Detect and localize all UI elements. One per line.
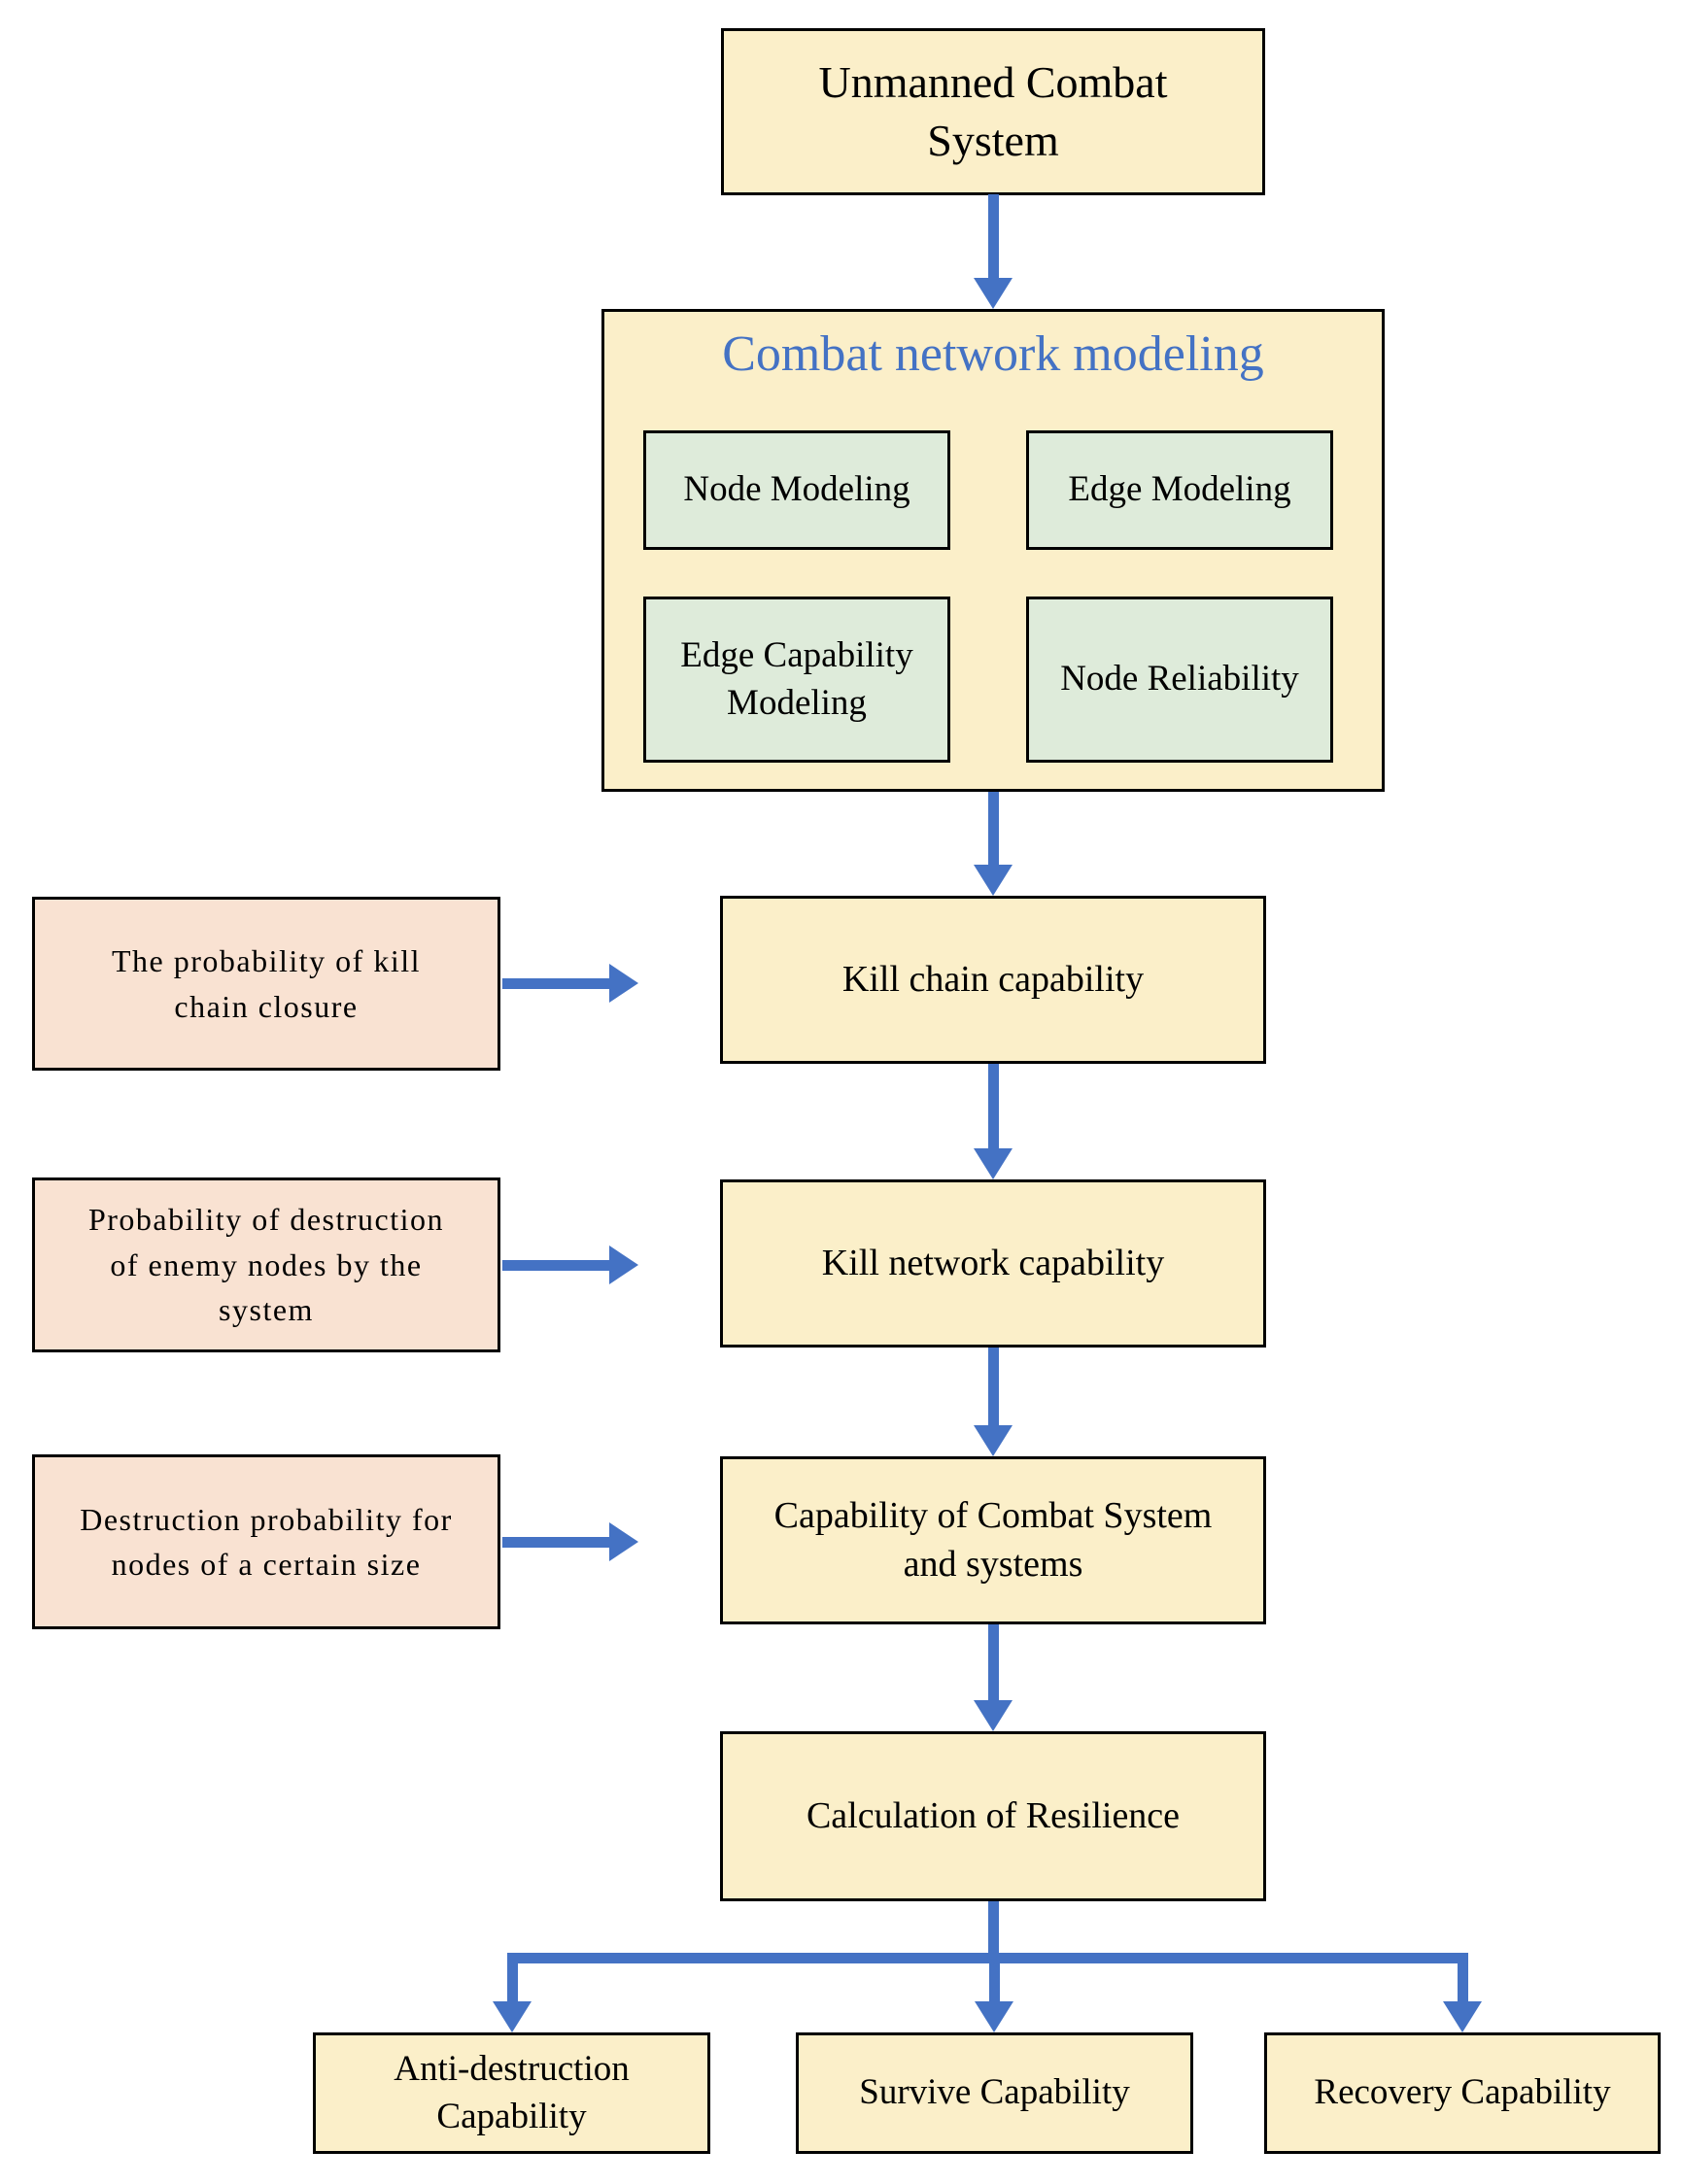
survive-capability-box: Survive Capability: [796, 2032, 1193, 2154]
arrow-down-head-icon: [974, 1425, 1013, 1456]
arrow-shaft: [988, 1953, 1000, 2003]
kill-chain-capability-box: Kill chain capability: [720, 896, 1266, 1064]
recovery-capability-box: Recovery Capability: [1264, 2032, 1661, 2154]
arrow-shaft: [987, 1064, 999, 1150]
kill-chain-closure-probability-box: The probability of kill chain closure: [32, 897, 500, 1071]
node-modeling-label: Node Modeling: [683, 469, 910, 510]
arrow-shaft: [987, 194, 999, 280]
arrow-down-head-icon: [974, 278, 1013, 309]
arrow-down-to-kill-chain: [974, 792, 1013, 896]
combat-network-modeling-group: Combat network modeling Node Modeling Ed…: [601, 309, 1385, 792]
arrow-down-to-modeling: [974, 194, 1013, 309]
survive-capability-label: Survive Capability: [859, 2072, 1130, 2113]
arrow-right-head-icon: [609, 964, 638, 1003]
arrow-right-head-icon: [609, 1246, 638, 1284]
kill-network-capability-label: Kill network capability: [821, 1242, 1165, 1283]
arrow-shaft: [506, 1953, 518, 2003]
arrow-shaft: [502, 1536, 611, 1548]
kill-chain-capability-label: Kill chain capability: [841, 958, 1145, 1000]
combat-network-modeling-title: Combat network modeling: [722, 326, 1264, 382]
arrow-down-to-recovery: [1443, 1953, 1482, 2032]
combat-system-capability-label: Capability of Combat System and systems: [773, 1495, 1213, 1585]
arrow-down-head-icon: [1443, 2001, 1482, 2032]
anti-destruction-capability-box: Anti-destruction Capability: [313, 2032, 710, 2154]
enemy-node-destruction-probability-label: Probability of destruction of enemy node…: [87, 1202, 445, 1328]
arrow-down-to-survive: [975, 1953, 1013, 2032]
node-size-destruction-probability-label: Destruction probability for nodes of a c…: [80, 1501, 453, 1582]
node-reliability-box: Node Reliability: [1026, 597, 1333, 763]
arrow-down-to-anti-destruction: [493, 1953, 532, 2032]
node-modeling-box: Node Modeling: [643, 430, 950, 550]
arrow-shaft: [502, 1259, 611, 1271]
arrow-shaft: [987, 1624, 999, 1702]
edge-capability-modeling-label: Edge Capability Modeling: [680, 635, 913, 723]
arrow-shaft: [987, 792, 999, 867]
kill-chain-closure-probability-label: The probability of kill chain closure: [112, 943, 421, 1024]
node-reliability-label: Node Reliability: [1060, 659, 1299, 700]
arrow-down-to-combat-system: [974, 1348, 1013, 1456]
edge-modeling-label: Edge Modeling: [1068, 469, 1291, 510]
arrow-down-head-icon: [974, 865, 1013, 896]
arrow-right-to-kill-network: [502, 1246, 638, 1284]
node-size-destruction-probability-box: Destruction probability for nodes of a c…: [32, 1454, 500, 1629]
calculation-of-resilience-label: Calculation of Resilience: [806, 1794, 1181, 1836]
arrow-down-to-kill-network: [974, 1064, 1013, 1179]
calculation-of-resilience-box: Calculation of Resilience: [720, 1731, 1266, 1901]
edge-modeling-box: Edge Modeling: [1026, 430, 1333, 550]
recovery-capability-label: Recovery Capability: [1314, 2072, 1611, 2113]
branch-horizontal-line: [506, 1953, 1468, 1963]
arrow-down-to-resilience: [974, 1624, 1013, 1731]
combat-system-capability-box: Capability of Combat System and systems: [720, 1456, 1266, 1624]
arrow-shaft: [987, 1348, 999, 1427]
arrow-right-head-icon: [609, 1522, 638, 1561]
branch-stub-line: [987, 1901, 999, 1958]
arrow-right-to-combat-system: [502, 1522, 638, 1561]
arrow-down-head-icon: [974, 1148, 1013, 1179]
anti-destruction-capability-label: Anti-destruction Capability: [394, 2049, 630, 2136]
arrow-down-head-icon: [974, 1700, 1013, 1731]
arrow-right-to-kill-chain: [502, 964, 638, 1003]
edge-capability-modeling-box: Edge Capability Modeling: [643, 597, 950, 763]
enemy-node-destruction-probability-box: Probability of destruction of enemy node…: [32, 1177, 500, 1352]
unmanned-combat-system-label: Unmanned Combat System: [818, 57, 1168, 165]
arrow-shaft: [1457, 1953, 1468, 2003]
arrow-shaft: [502, 977, 611, 989]
arrow-down-head-icon: [975, 2001, 1013, 2032]
unmanned-combat-system-box: Unmanned Combat System: [721, 28, 1265, 195]
arrow-down-head-icon: [493, 2001, 532, 2032]
kill-network-capability-box: Kill network capability: [720, 1179, 1266, 1348]
